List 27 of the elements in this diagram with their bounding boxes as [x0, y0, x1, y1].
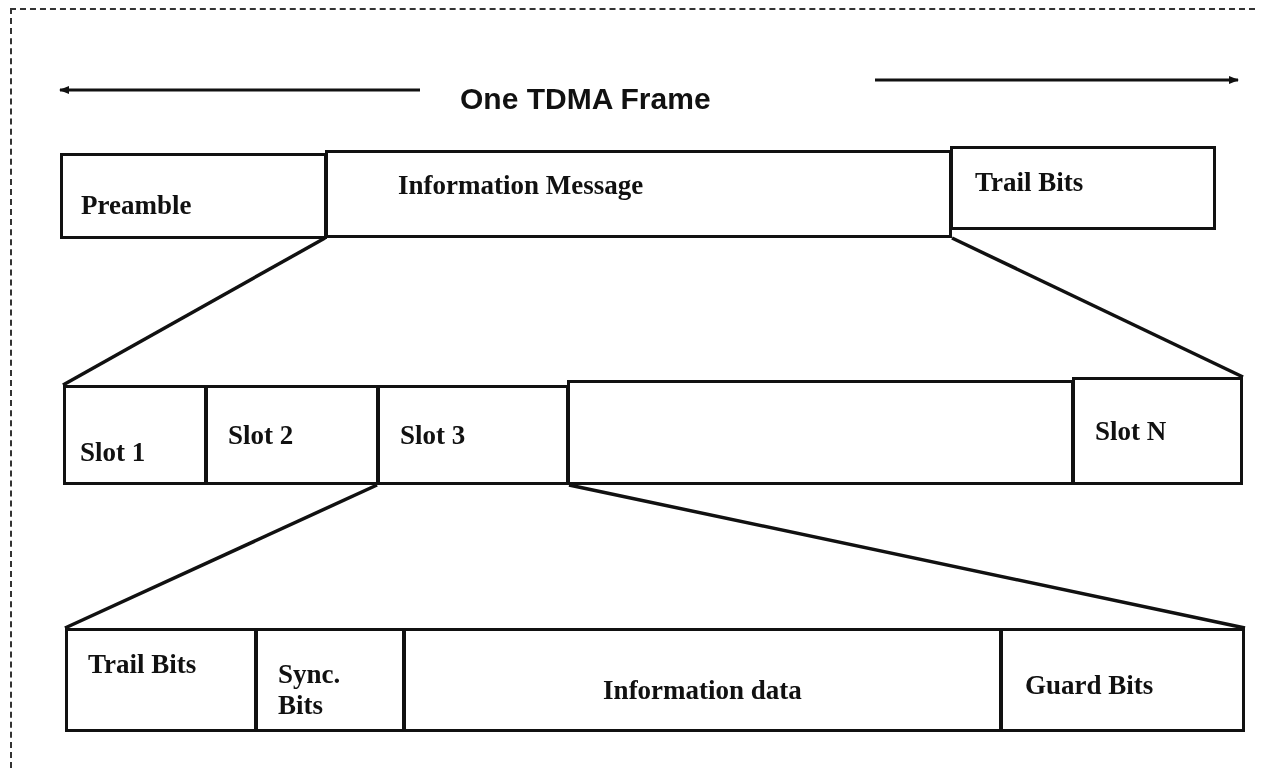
- field-label: Slot N: [1095, 415, 1167, 447]
- field-label: Information data: [603, 674, 802, 706]
- field-label: Slot 3: [400, 419, 466, 451]
- frame-field: [325, 150, 952, 238]
- expansion-line: [568, 483, 1246, 630]
- field-label: Slot 2: [228, 419, 294, 451]
- frame-field: [1072, 377, 1243, 485]
- field-label: Guard Bits: [1025, 669, 1154, 701]
- field-label: Sync. Bits: [278, 658, 342, 721]
- frame-field: [377, 385, 569, 485]
- field-label: Information Message: [398, 169, 644, 201]
- frame-field: [950, 146, 1216, 230]
- frame-field: [60, 153, 327, 239]
- frame-field: [1000, 628, 1245, 732]
- diagram-title: One TDMA Frame: [460, 82, 711, 116]
- expansion-line: [64, 483, 378, 630]
- field-label: Slot 1: [80, 437, 146, 468]
- frame-field: [403, 628, 1002, 732]
- field-label: Preamble: [81, 189, 192, 221]
- field-label: Trail Bits: [88, 649, 197, 680]
- field-label: Trail Bits: [975, 167, 1084, 198]
- empty-field: [567, 380, 1074, 485]
- frame-field: [65, 628, 257, 732]
- expansion-line: [951, 236, 1244, 379]
- frame-field: [255, 628, 405, 732]
- frame-field: [205, 385, 379, 485]
- frame-field: [63, 385, 207, 485]
